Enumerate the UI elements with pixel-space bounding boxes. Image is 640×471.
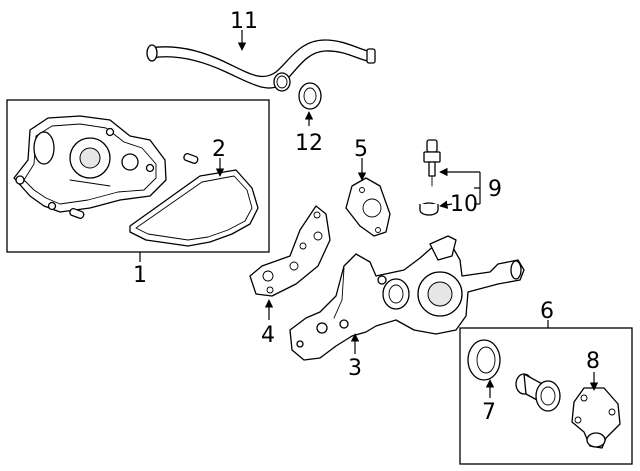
callout-10: 10 (450, 192, 478, 217)
callout-2: 2 (212, 137, 226, 162)
callout-5: 5 (354, 137, 368, 162)
callout-3: 3 (348, 356, 362, 381)
water-pump-part-1[interactable] (13, 115, 167, 213)
thermostat-cover-part-8[interactable] (571, 387, 621, 449)
callout-4: 4 (261, 323, 275, 348)
thermostat[interactable] (515, 373, 561, 412)
water-outlet-part-3[interactable] (289, 235, 525, 361)
callout-8: 8 (586, 349, 600, 374)
o-ring-part-12[interactable] (298, 82, 322, 110)
callout-12: 12 (295, 131, 323, 156)
water-pump-group-box (6, 99, 270, 253)
callout-11: 11 (230, 9, 258, 34)
temp-sensor-part-9[interactable] (423, 139, 441, 187)
gasket-part-4[interactable] (249, 205, 331, 297)
callout-9: 9 (488, 177, 502, 202)
leader-9 (440, 172, 481, 204)
callout-6: 6 (540, 299, 554, 324)
thermostat-group-box (459, 327, 633, 465)
callout-7: 7 (482, 400, 496, 425)
gasket-part-2[interactable] (129, 169, 259, 247)
seal-part-10[interactable] (419, 202, 439, 216)
callout-1: 1 (133, 263, 147, 288)
leader-10 (439, 200, 453, 209)
dowel-pin[interactable] (69, 207, 85, 219)
thermostat-seal-part-7[interactable] (467, 339, 501, 381)
dowel-pin[interactable] (183, 152, 199, 164)
hose-part-11[interactable] (146, 39, 376, 92)
gasket-part-5[interactable] (345, 177, 391, 237)
